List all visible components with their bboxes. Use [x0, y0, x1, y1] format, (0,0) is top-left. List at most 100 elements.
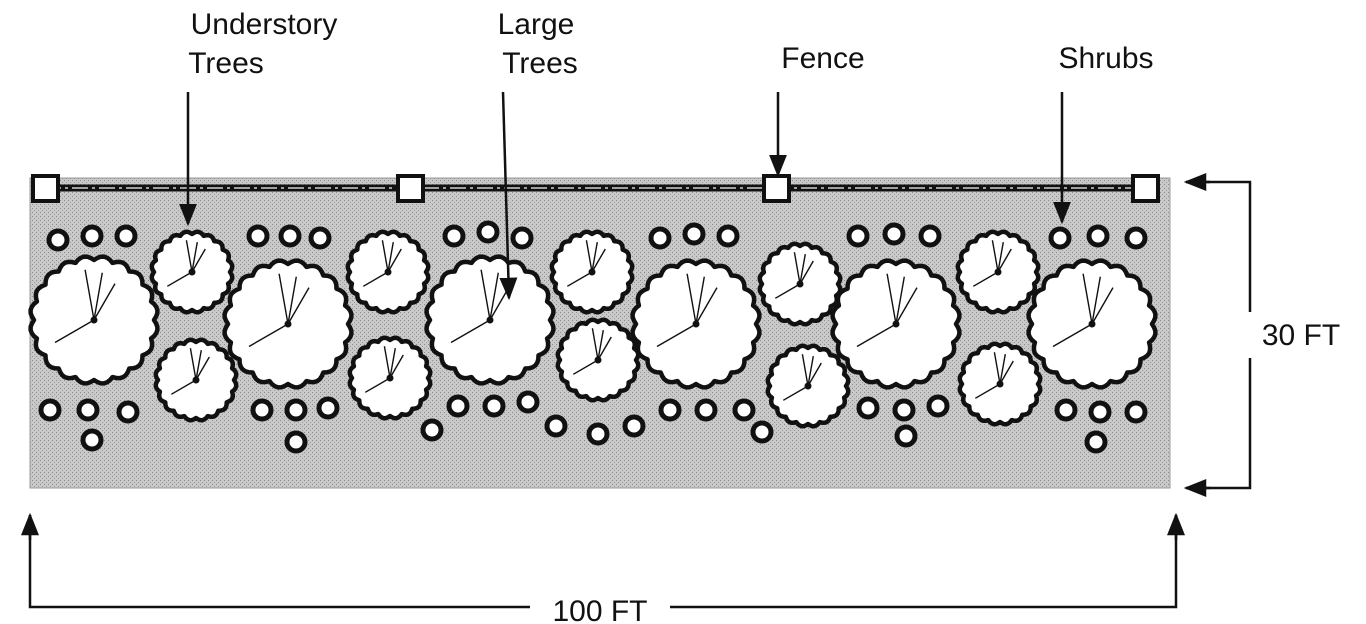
shrub: [278, 224, 302, 248]
tree-branch: [480, 269, 491, 321]
tree-trunk: [486, 316, 494, 324]
understory-tree: [153, 337, 239, 423]
tree-branch: [799, 260, 814, 285]
tree-branch: [686, 273, 697, 325]
understory-tree: [957, 341, 1043, 427]
understory-tree: [549, 229, 635, 315]
tree-branch: [695, 276, 705, 325]
tree-branch: [566, 271, 593, 287]
tree-branch: [389, 354, 404, 379]
tree-trunk: [594, 356, 602, 364]
shrub: [682, 222, 706, 246]
shrub: [316, 396, 340, 420]
shrub: [446, 394, 470, 418]
shrub: [308, 226, 332, 250]
depth-dimension-label: 30 FT: [1262, 319, 1340, 352]
tree-trunk: [996, 380, 1004, 388]
tree-branch: [381, 240, 389, 273]
tree-branch: [585, 240, 593, 273]
shrub: [420, 418, 444, 442]
fence-post: [31, 174, 60, 203]
large-trees-arrow: [499, 91, 518, 301]
tree-trunk: [384, 268, 392, 276]
tree-branch: [93, 283, 116, 321]
tree-branch: [656, 323, 697, 348]
understory-tree: [149, 229, 235, 315]
shrub: [38, 398, 62, 422]
fence-label: Fence: [781, 42, 864, 75]
tree-branch: [895, 287, 918, 325]
shrub: [46, 228, 70, 252]
shrub: [586, 422, 610, 446]
shrub: [926, 394, 950, 418]
shrub: [1088, 400, 1112, 424]
shrub: [114, 224, 138, 248]
tree-branch: [278, 273, 289, 325]
tree-branch: [248, 323, 289, 348]
tree-branch: [1091, 287, 1114, 325]
shrub: [246, 224, 270, 248]
tree-branch: [801, 354, 809, 387]
tree-branch: [856, 323, 897, 348]
large-tree: [28, 254, 160, 386]
tree-branch: [387, 248, 402, 273]
understory-tree: [765, 343, 851, 429]
understory-tree: [555, 317, 641, 403]
fence-post: [396, 174, 425, 203]
width-dimension-label: 100 FT: [552, 595, 647, 624]
shrub: [732, 398, 756, 422]
shrub: [894, 424, 918, 448]
tree-branch: [591, 328, 599, 361]
tree-branch: [189, 348, 197, 381]
tree-branch: [597, 336, 612, 361]
width-label-gap: [530, 596, 670, 624]
shrubs-label: Shrubs: [1058, 42, 1153, 75]
tree-trunk: [804, 382, 812, 390]
tree-trunk: [892, 320, 900, 328]
tree-branch: [993, 352, 1001, 385]
shrub: [882, 222, 906, 246]
shrub: [716, 224, 740, 248]
fence: [31, 174, 1160, 203]
plantings: [28, 220, 1158, 454]
tree-branch: [991, 240, 999, 273]
tree-branch: [185, 240, 193, 273]
tree-trunk: [692, 320, 700, 328]
shrub: [442, 224, 466, 248]
shrub: [892, 398, 916, 422]
shrub: [510, 226, 534, 250]
tree-trunk: [90, 316, 98, 324]
tree-branch: [782, 385, 809, 401]
tree-branch: [287, 287, 310, 325]
tree-trunk: [192, 376, 200, 384]
large-trees-label-line2: Trees: [502, 47, 578, 80]
understory-tree: [347, 335, 433, 421]
shrub: [250, 398, 274, 422]
tree-branch: [195, 356, 210, 381]
tree-branch: [807, 355, 814, 387]
shrub: [1086, 224, 1110, 248]
shrub: [1124, 226, 1148, 250]
shrub: [516, 390, 540, 414]
tree-trunk: [994, 268, 1002, 276]
large-tree: [830, 258, 962, 390]
tree-trunk: [796, 280, 804, 288]
tree-branch: [597, 329, 604, 361]
tree-branch: [1052, 323, 1093, 348]
tree-branch: [972, 271, 999, 287]
large-tree: [222, 258, 354, 390]
shrub: [1054, 398, 1078, 422]
tree-branch: [1082, 273, 1093, 325]
tree-branch: [997, 241, 1004, 273]
tree-branch: [997, 248, 1012, 273]
shrub: [1124, 400, 1148, 424]
width-dimension-bracket: [28, 515, 1178, 609]
tree-branch: [999, 360, 1014, 385]
shrub: [76, 398, 100, 422]
shrub: [80, 428, 104, 452]
fence-post: [762, 174, 791, 203]
tree-branch: [170, 379, 197, 395]
tree-trunk: [588, 268, 596, 276]
tree-branch: [793, 252, 801, 285]
